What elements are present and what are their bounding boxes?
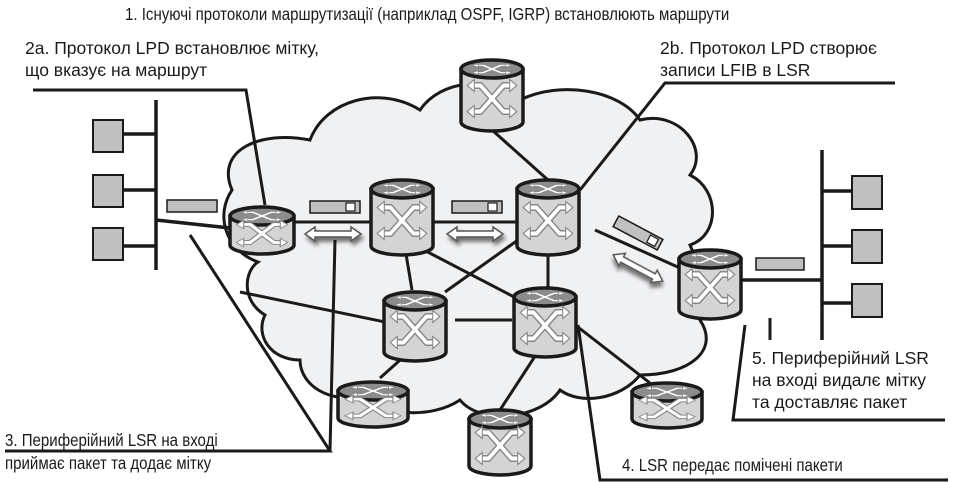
annotation-5-line1: 5. Периферійний LSR xyxy=(752,348,929,368)
lsr-router-egress-lsr xyxy=(677,248,743,321)
lsr-links xyxy=(239,128,681,411)
lsr-router-core-lsr-bottom xyxy=(467,408,533,477)
lsr-router-core-lsr-bottom-left xyxy=(336,380,410,429)
title: 1. Існуючі протоколи маршрутизації (напр… xyxy=(125,4,730,24)
host-left-1 xyxy=(92,119,124,153)
callout-2a-line xyxy=(33,88,267,206)
host-right-1 xyxy=(851,175,883,210)
callout-lines xyxy=(5,81,948,482)
unlabeled-packet-left xyxy=(166,199,218,213)
labeled-packet-2 xyxy=(451,200,503,214)
annotation-2a-line1: 2a. Протокол LPD встановлює мітку, xyxy=(25,38,320,58)
bidirectional-arrow-1 xyxy=(303,225,363,243)
lsr-router-core-lsr-bottom-right xyxy=(630,381,704,430)
labeled-packet-3 xyxy=(612,214,664,252)
lsr-router-core-lsr-2 xyxy=(515,178,581,257)
host-left-2 xyxy=(92,174,124,208)
annotation-5-line3: та доставляє пакет xyxy=(752,392,908,412)
annotation-2a-line2: що вказує на маршрут xyxy=(25,60,208,80)
lsr-router-core-lsr-4 xyxy=(512,286,578,359)
callout-5-line xyxy=(731,324,945,422)
right-hosts xyxy=(742,150,852,340)
lsr-router-ingress-lsr xyxy=(228,205,296,256)
unlabeled-packet-right xyxy=(755,257,805,271)
lsr-router-core-lsr-1 xyxy=(369,178,435,257)
host-left-3 xyxy=(92,227,124,261)
mpls-cloud xyxy=(222,82,715,418)
callout-2b-line xyxy=(578,81,895,191)
bidirectional-arrow-3 xyxy=(612,252,664,284)
annotation-2b-line2: записи LFIB в LSR xyxy=(660,60,811,80)
labeled-packet-1 xyxy=(309,200,361,214)
annotation-2b-line1: 2b. Протокол LPD створює xyxy=(660,38,877,58)
lsr-router-core-lsr-3 xyxy=(382,290,448,363)
callout-4-line xyxy=(576,324,948,482)
left-hosts xyxy=(123,100,231,270)
annotation-3-line2: приймає пакет та додає мітку xyxy=(5,453,212,473)
host-right-2 xyxy=(851,229,883,264)
annotation-3-line1: 3. Периферійний LSR на вході xyxy=(5,430,218,450)
annotation-4-line1: 4. LSR передає помічені пакети xyxy=(622,455,843,475)
host-right-3 xyxy=(851,283,883,318)
bidirectional-arrow-2 xyxy=(445,225,505,243)
lsr-router-core-lsr-top xyxy=(459,58,525,133)
annotation-5-line2: на вході видалє мітку xyxy=(752,370,926,390)
